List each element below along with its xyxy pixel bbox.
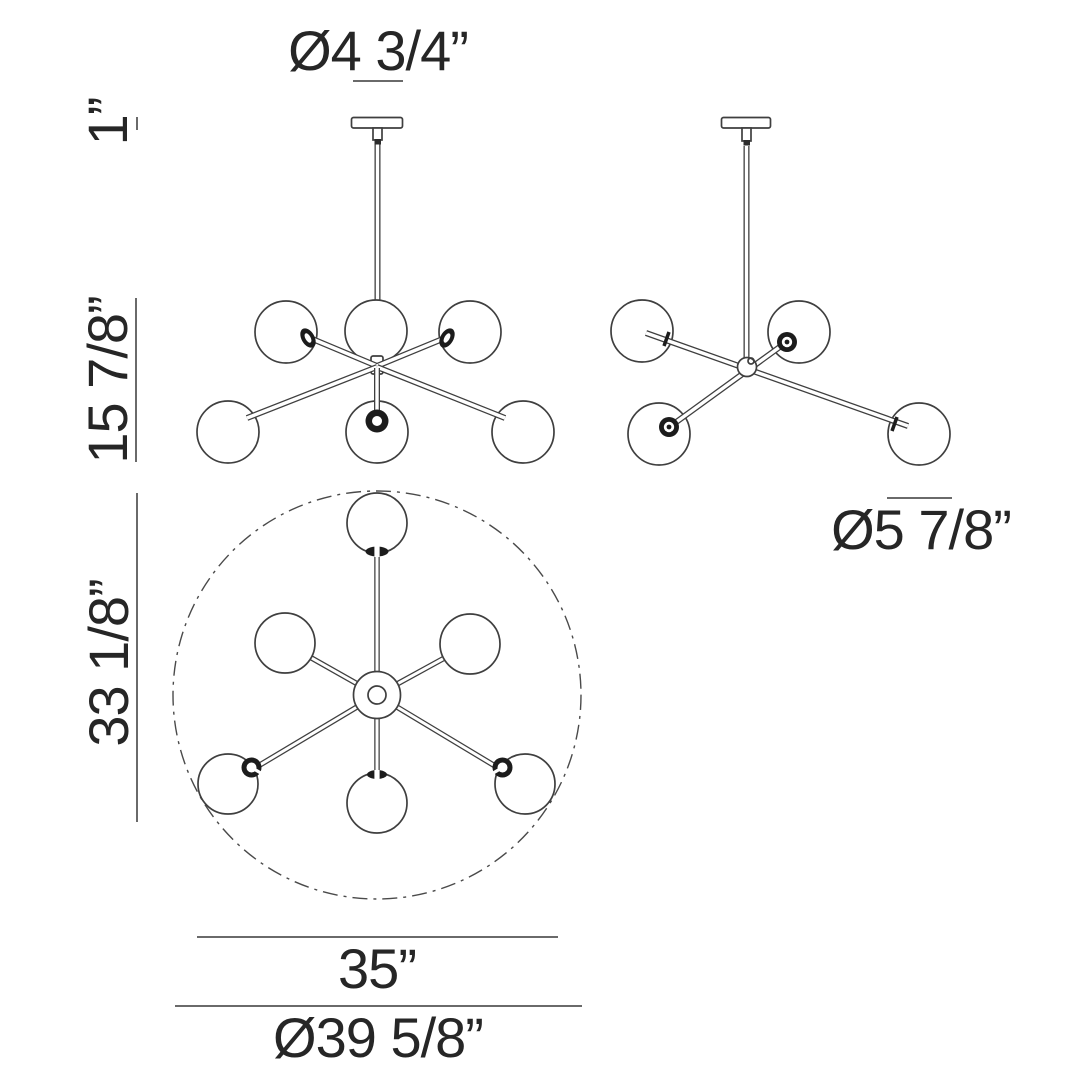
side-canopy [720,116,772,129]
front-view [196,116,555,464]
dim-overall-diameter-label: Ø39 5/8” [273,1006,483,1069]
dim-globe-diameter-label: Ø5 7/8” [831,498,1011,561]
globe [196,400,260,464]
globe [346,772,408,834]
arm [375,364,507,421]
plan-globes [197,492,556,834]
front-stem-nut [374,139,381,145]
globe [346,492,408,554]
side-stem-nut [743,140,750,146]
plan-boundary-circle [172,490,582,900]
dim-canopy-diameter-label: Ø4 3/4” [288,19,468,82]
arm [245,364,379,421]
dim-canopy-height-label: 1” [76,98,139,146]
globe [254,300,318,364]
plan-hub [352,670,402,720]
socket [367,770,387,780]
front-canopy [350,116,404,129]
globe [610,299,674,363]
front-stem-connector [372,127,383,141]
dim-body-height-label: 15 7/8” [76,296,139,463]
socket [777,332,797,352]
socket [483,757,513,780]
socket [439,328,455,348]
dim-body-width-label: 35” [338,937,416,1000]
globe [627,402,691,466]
plan-hub-center-hole [367,685,387,705]
globe [767,300,831,364]
front-arms [245,335,507,421]
dimension-annotations: Ø4 3/4” 1” 15 7/8” 33 1/8” Ø5 7/8” 35” Ø… [76,19,1012,1069]
side-view [610,116,951,466]
socket [365,546,389,557]
side-arms [644,330,910,432]
arm [644,330,910,429]
side-sockets [659,332,797,437]
arm [666,338,790,431]
globe [438,300,502,364]
arm [375,335,447,369]
socket [300,328,316,348]
side-stem-connector [741,127,752,142]
globe [344,299,408,363]
dim-overall-height-label: 33 1/8” [77,579,140,746]
globe [887,402,951,466]
socket [241,757,271,780]
socket [365,409,389,433]
front-globes [196,299,555,464]
plan-sockets [241,546,513,780]
rod-collar [662,331,671,347]
rod-collar [890,416,899,432]
front-sockets [300,328,455,433]
globe [439,613,501,675]
globe [491,400,555,464]
side-hub-pin [747,357,755,365]
plan-view [172,490,582,900]
arm [308,335,379,369]
side-hub [736,356,758,378]
socket [659,417,679,437]
globe [254,612,316,674]
